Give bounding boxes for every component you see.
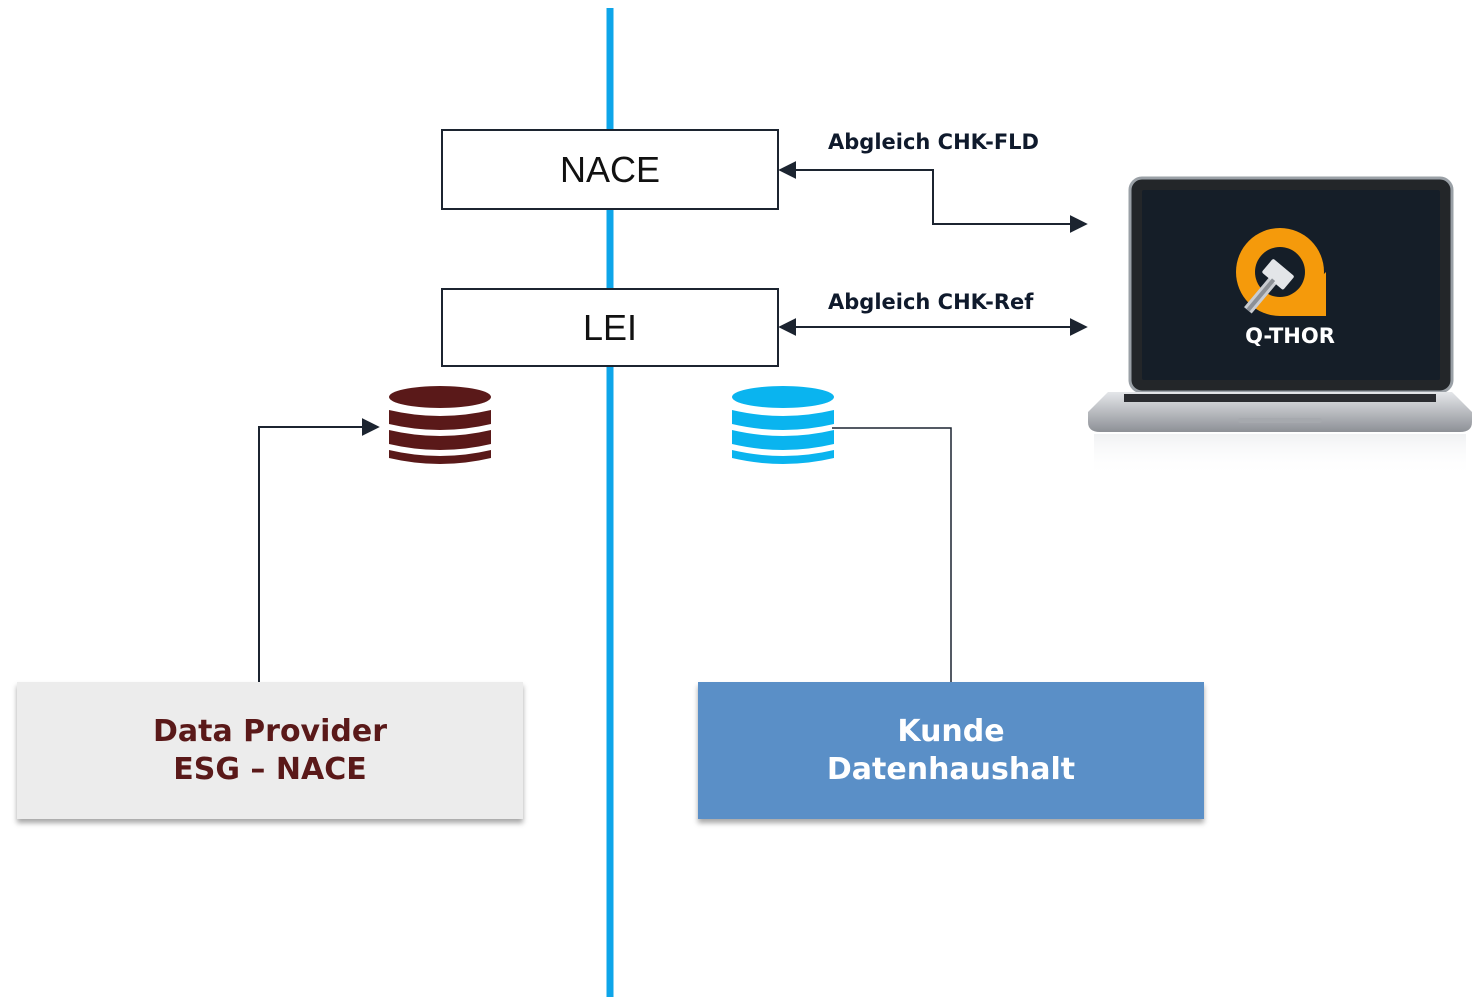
nace-sync-arrow [778, 161, 1088, 233]
customer-title: Kunde [897, 713, 1005, 749]
lei-label: LEI [582, 306, 638, 348]
laptop-icon [1088, 176, 1472, 476]
customer-database-icon [732, 386, 834, 464]
qthor-logo [1236, 228, 1326, 316]
flow-label-chk-ref: Abgleich CHK-Ref [828, 290, 1034, 314]
nace-box: NACE [441, 129, 779, 210]
customer-subtitle: Datenhaushalt [826, 751, 1076, 787]
data-provider-box: Data Provider ESG – NACE [17, 682, 523, 819]
provider-database-icon [389, 386, 491, 464]
customer-feed-line [832, 427, 952, 682]
customer-box: Kunde Datenhaushalt [698, 682, 1204, 819]
qthor-brand-label: Q-THOR [1245, 324, 1335, 348]
provider-subtitle: ESG – NACE [173, 751, 367, 787]
lei-box: LEI [441, 288, 779, 367]
provider-feed-arrow [258, 418, 380, 682]
provider-title: Data Provider [152, 713, 388, 749]
flow-label-chk-fld: Abgleich CHK-FLD [828, 130, 1039, 154]
nace-label: NACE [559, 148, 661, 190]
